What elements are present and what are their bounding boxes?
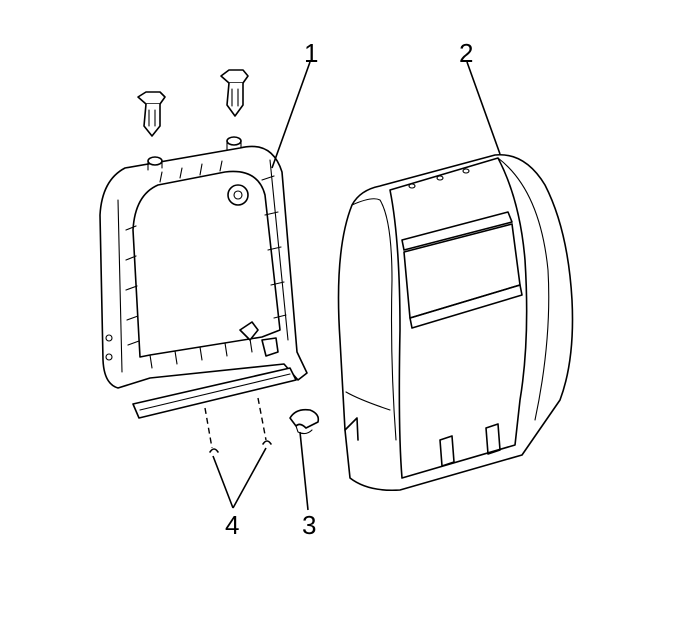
callout-4: 4 <box>225 510 239 540</box>
seat-back-cushion <box>337 153 574 492</box>
callout-3: 3 <box>302 510 316 540</box>
hog-ring-clips <box>204 397 272 453</box>
trim-clip <box>289 408 320 435</box>
callout-1: 1 <box>304 38 318 68</box>
callout-2: 2 <box>459 38 473 68</box>
push-pin-retainer-right <box>220 69 249 117</box>
seat-back-frame <box>99 136 308 389</box>
frame-bottom-strip <box>132 367 297 419</box>
push-pin-retainer-left <box>137 91 166 137</box>
callout-leaders <box>212 61 501 511</box>
